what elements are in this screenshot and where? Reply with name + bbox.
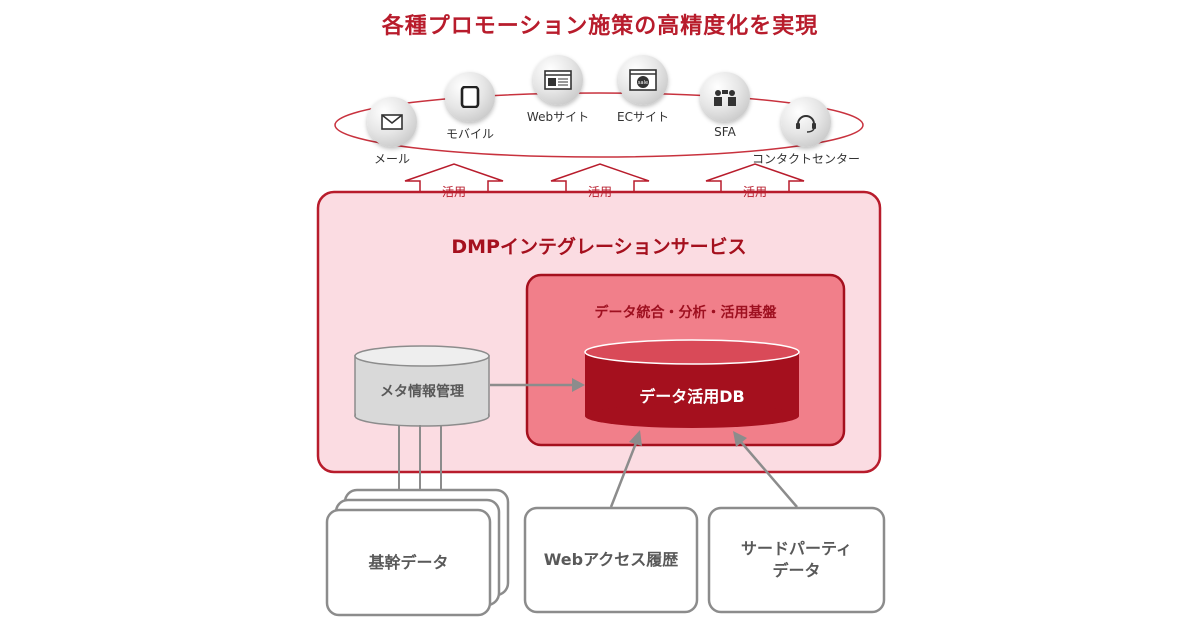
metadata-cylinder: [354, 345, 490, 427]
core-data-stack: [325, 488, 510, 617]
use-label-1: 活用: [441, 185, 466, 199]
channel-label: SFA: [714, 125, 736, 139]
sale-icon: sale: [618, 55, 668, 105]
third-party-box: [707, 506, 886, 614]
mobile-icon: [445, 72, 495, 122]
third-party-label-line2: データ: [772, 561, 821, 580]
dmp-service-title: DMPインテグレーションサービス: [451, 236, 747, 258]
web-access-box: [523, 506, 699, 614]
page-title: 各種プロモーション施策の高精度化を実現: [381, 14, 819, 39]
channel-label: メール: [373, 152, 410, 166]
browser-icon: [533, 55, 583, 105]
people-icon: [700, 72, 750, 122]
channel-orbit: [334, 92, 864, 158]
web-access-to-db-arrow: [609, 430, 642, 508]
metadata-label: メタ情報管理: [380, 384, 464, 400]
channel-contact-center: コンタクトセンター: [751, 97, 861, 167]
core-data-label: 基幹データ: [368, 552, 449, 572]
channel-ec-site: sale ECサイト: [588, 55, 698, 125]
channel-label: Webサイト: [526, 110, 590, 124]
channel-label: コンタクトセンター: [751, 152, 860, 166]
channel-label: ECサイト: [617, 110, 669, 124]
headset-icon: [781, 97, 831, 147]
db-label: データ活用DB: [639, 387, 745, 406]
metadata-to-db-arrow: [490, 378, 585, 392]
svg-text:sale: sale: [638, 80, 648, 86]
use-label-3: 活用: [742, 185, 767, 199]
channel-sfa: SFA: [670, 72, 780, 139]
channel-label: モバイル: [445, 127, 494, 141]
envelope-icon: [367, 97, 417, 147]
db-cylinder: [584, 339, 800, 428]
channel-mobile: モバイル: [415, 72, 525, 142]
use-label-2: 活用: [587, 185, 612, 199]
platform-title: データ統合・分析・活用基盤: [594, 305, 777, 321]
third-party-to-db-arrow: [733, 431, 798, 508]
channel-email: メール: [337, 97, 447, 167]
third-party-label: サードパーティ データ: [709, 508, 884, 612]
web-access-label: Webアクセス履歴: [543, 550, 679, 570]
channel-website: Webサイト: [503, 55, 613, 125]
third-party-label-line1: サードパーティ: [740, 539, 853, 559]
